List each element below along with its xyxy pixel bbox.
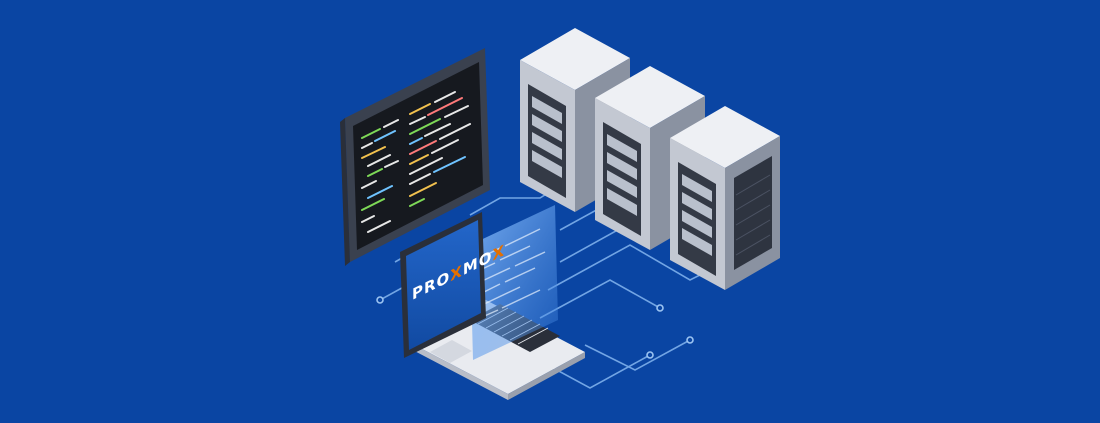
circuit-node-icon [656, 304, 664, 312]
logo-letter: O [479, 247, 493, 272]
touchpad [430, 340, 472, 363]
logo-letter: O [437, 267, 451, 292]
logo-letter: P [412, 280, 424, 304]
proxmox-logo-icon: PROXMOX [412, 240, 505, 303]
circuit-trace-icon [539, 279, 661, 319]
laptop-icon [400, 205, 585, 400]
svg-text:PROXMOX: PROXMOX [412, 240, 505, 303]
circuit-trace-icon [469, 192, 549, 216]
circuit-node-icon [646, 351, 654, 359]
server-tower-3 [670, 106, 780, 290]
laptop-screen [406, 220, 481, 350]
drive-bays [532, 96, 562, 178]
drive-bays [682, 174, 712, 256]
glass-panel [470, 205, 558, 360]
logo-letter-accent: X [450, 261, 463, 285]
drive-bays [607, 134, 637, 216]
circuit-trace-icon [584, 339, 691, 371]
code-lines [361, 91, 471, 233]
logo-letter: R [424, 274, 437, 298]
circuit-node-icon [376, 296, 384, 304]
logo-letter: M [463, 253, 479, 279]
logo-letter-accent: X [493, 240, 506, 264]
monitor-icon [340, 48, 490, 266]
side-vent [734, 156, 772, 270]
circuit-node-icon [686, 336, 694, 344]
